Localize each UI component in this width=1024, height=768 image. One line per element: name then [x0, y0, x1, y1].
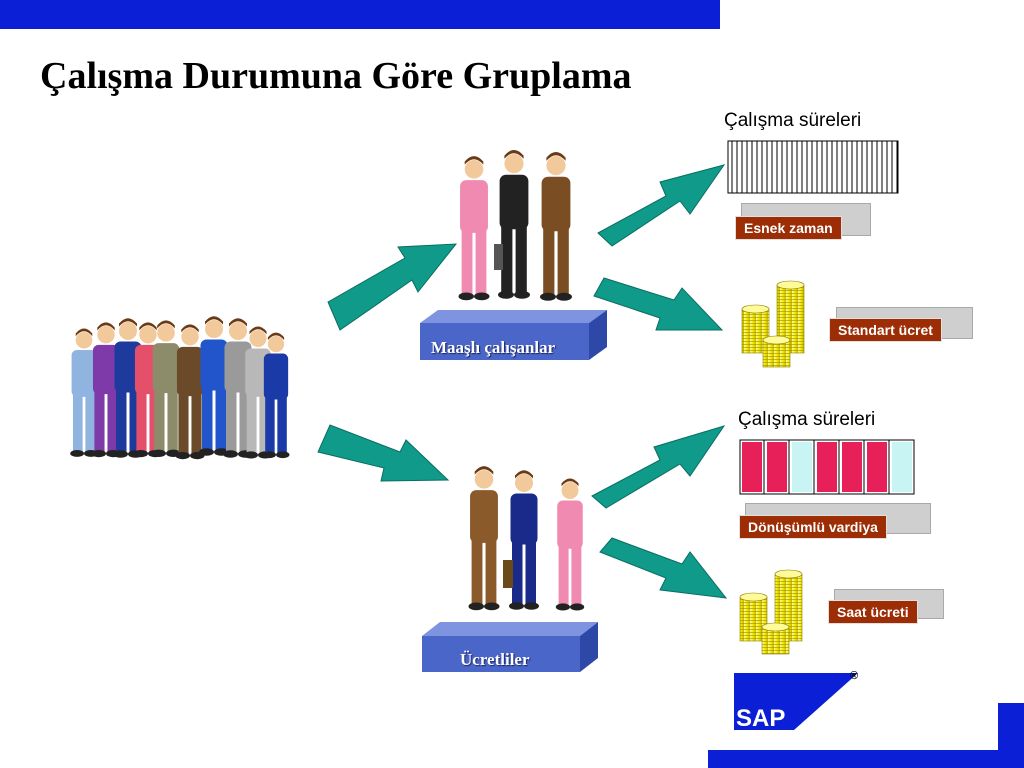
platform-label-salaried: Maaşlı çalışanlar — [431, 338, 556, 357]
registered-mark: ® — [850, 670, 859, 682]
side-accent-bar — [998, 703, 1024, 768]
working-hours-heading-salaried: Çalışma süreleri — [724, 110, 862, 131]
arrow-icon — [599, 537, 728, 599]
bottom-accent-bar — [708, 750, 1024, 768]
sap-logo-text: SAP — [736, 705, 785, 730]
working-hours-heading-hourly: Çalışma süreleri — [738, 409, 876, 430]
crowd-illustration — [70, 316, 290, 460]
arrow-icon — [597, 164, 726, 247]
schedule-tag-flexible: Esnek zaman — [735, 216, 842, 240]
arrow-icon — [317, 424, 450, 482]
schedule-tag-rotating: Dönüşümlü vardiya — [739, 515, 887, 539]
coin-stack-icon — [739, 569, 803, 655]
arrow-icon — [593, 277, 724, 331]
timesheet-bars-icon — [739, 439, 915, 495]
platform-hourly — [422, 622, 598, 672]
platform-salaried — [420, 310, 607, 360]
top-accent-bar — [0, 0, 720, 29]
arrow-icon — [591, 425, 726, 509]
slide-title: Çalışma Durumuna Göre Gruplama — [40, 55, 632, 97]
timesheet-bars-icon — [727, 140, 899, 194]
pay-tag-hourly: Saat ücreti — [828, 600, 918, 624]
people-group-icon — [468, 466, 585, 611]
platform-label-hourly: Ücretliler — [460, 650, 530, 669]
arrow-icon — [327, 243, 458, 331]
sap-logo: SAP — [734, 673, 858, 730]
people-group-icon — [458, 150, 572, 301]
pay-tag-standard: Standart ücret — [829, 318, 942, 342]
coin-stack-icon — [741, 280, 805, 368]
